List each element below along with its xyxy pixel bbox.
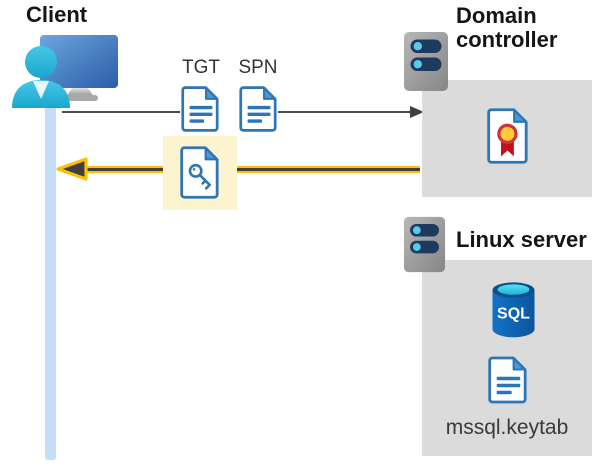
domain-controller-title: Domain controller <box>456 3 558 52</box>
client-title: Client <box>26 2 88 27</box>
key-glyph <box>188 163 211 190</box>
linux-server-title: Linux server <box>456 227 587 252</box>
certificate-icon <box>486 107 531 165</box>
keytab-document-icon <box>487 355 530 405</box>
domain-controller-server-icon <box>403 31 449 92</box>
request-arrow-segment <box>62 111 180 113</box>
response-arrow-line <box>72 166 420 173</box>
tgt-label: TGT <box>182 57 220 78</box>
request-arrow <box>278 104 424 120</box>
user-at-monitor-icon <box>6 28 121 108</box>
spn-document-icon <box>238 85 280 133</box>
monitor-icon <box>40 35 118 101</box>
key-document-icon <box>179 145 222 200</box>
sql-database-icon: SQL <box>489 281 538 339</box>
tgt-document-icon <box>180 85 222 133</box>
spn-label: SPN <box>238 57 278 78</box>
sql-badge-text: SQL <box>497 306 530 323</box>
linux-server-icon <box>403 216 446 273</box>
client-lifeline-bar <box>45 94 56 460</box>
response-arrow-head <box>55 156 91 182</box>
user-icon <box>12 46 70 108</box>
keytab-file-label: mssql.keytab <box>445 416 569 439</box>
